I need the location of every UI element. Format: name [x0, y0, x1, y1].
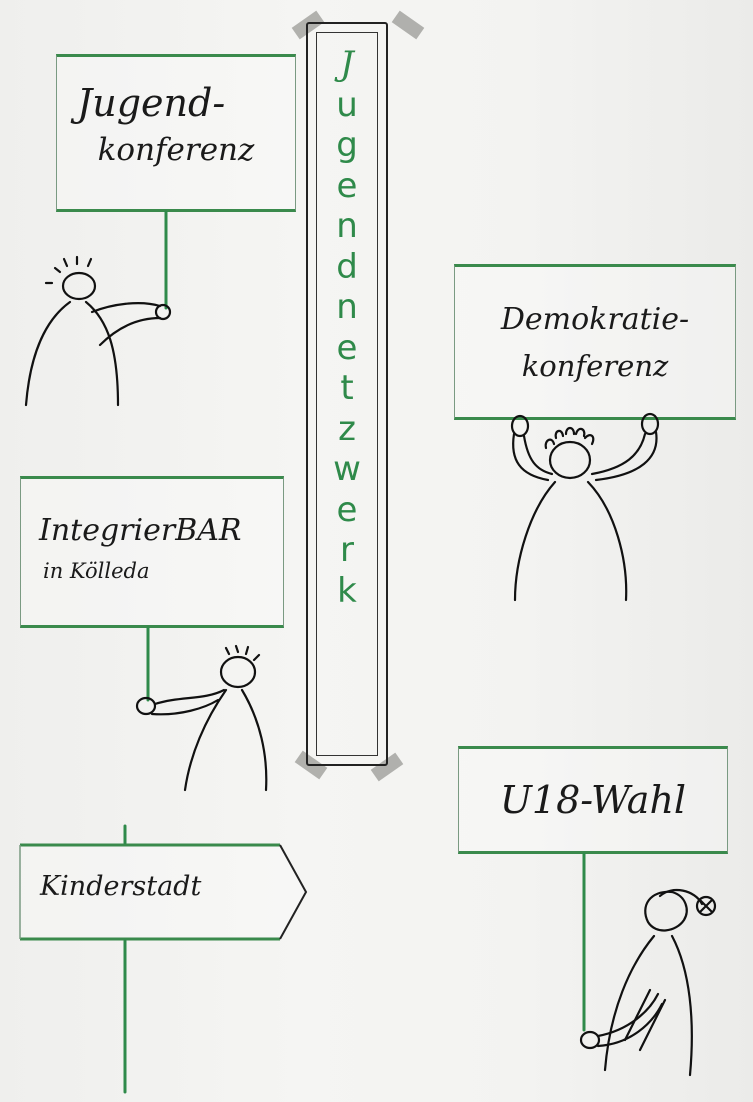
- sign-kinderstadt: Kinderstadt: [18, 843, 308, 941]
- banner-letter: g: [336, 125, 358, 165]
- sign-demokratiekonferenz: Demokratie- konferenz: [454, 264, 736, 420]
- figure-holding-sign: [135, 644, 268, 792]
- sign-text: U18-Wahl: [499, 778, 687, 822]
- banner-letter: J: [340, 44, 354, 84]
- banner-letter: n: [336, 206, 358, 246]
- banner-letter: e: [336, 489, 358, 530]
- sign-text-line2: in Kölleda: [43, 559, 150, 583]
- banner-letter: n: [336, 287, 358, 327]
- banner-letter: z: [338, 408, 356, 449]
- figure-holding-sign: [24, 255, 172, 407]
- banner-vertical-title: J u g e n d n e t z w e r k: [308, 44, 386, 611]
- banner-letter: u: [336, 84, 358, 125]
- banner-letter: e: [336, 327, 358, 368]
- signpost-arrow-shape: [19, 843, 308, 941]
- banner-letter: t: [340, 368, 354, 408]
- figure-holding-sign: [510, 412, 660, 602]
- banner-letter: w: [333, 449, 361, 489]
- banner-letter: e: [336, 165, 358, 206]
- sign-u18-wahl: U18-Wahl: [458, 746, 728, 854]
- figure-holding-sign: [579, 888, 717, 1077]
- sign-text-line2: konferenz: [521, 349, 669, 383]
- sign-text: Kinderstadt: [40, 871, 202, 902]
- banner-letter: d: [336, 246, 358, 287]
- sign-integrierbar: IntegrierBAR in Kölleda: [20, 476, 284, 628]
- jugendnetzwerk-banner: J u g e n d n e t z w e r k: [306, 22, 388, 766]
- banner-inner-frame: [316, 32, 378, 756]
- sign-jugendkonferenz: Jugend- konferenz: [56, 54, 296, 212]
- banner-letter: r: [340, 530, 354, 570]
- sign-text-line1: Jugend-: [77, 81, 226, 125]
- sign-text-line1: Demokratie-: [500, 302, 690, 337]
- banner-letter: k: [337, 570, 357, 611]
- sign-text-line2: konferenz: [97, 132, 255, 168]
- sign-text-line1: IntegrierBAR: [39, 513, 242, 548]
